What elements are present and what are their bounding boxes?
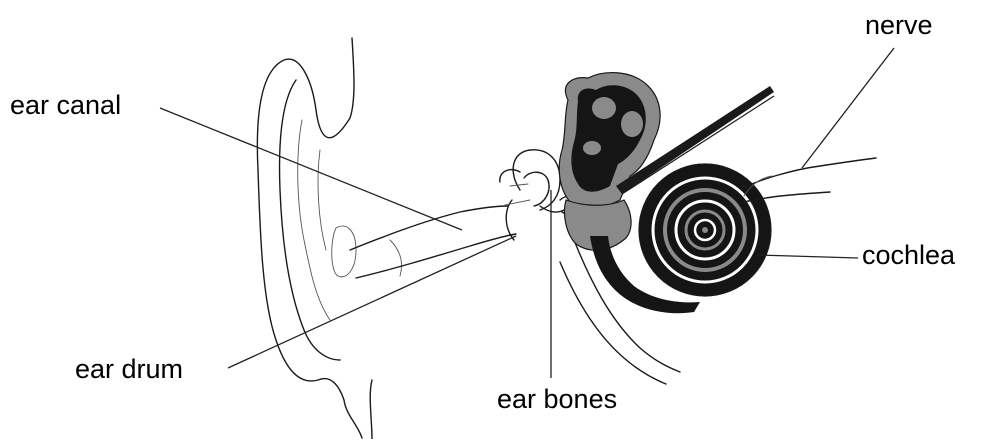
label-ear-canal: ear canal xyxy=(10,92,121,119)
leader-ear-canal xyxy=(160,108,462,230)
ear-canal xyxy=(350,206,516,278)
semicircular-canals xyxy=(559,73,660,210)
cochlear-nerve xyxy=(742,158,876,202)
label-ear-drum: ear drum xyxy=(75,356,183,383)
leader-nerve xyxy=(802,48,894,168)
leader-ear-drum xyxy=(228,236,516,368)
label-cochlea: cochlea xyxy=(862,242,955,269)
leader-lines xyxy=(160,48,894,378)
leader-cochlea xyxy=(757,255,858,258)
label-ear-bones: ear bones xyxy=(497,386,617,413)
label-nerve: nerve xyxy=(865,12,933,39)
